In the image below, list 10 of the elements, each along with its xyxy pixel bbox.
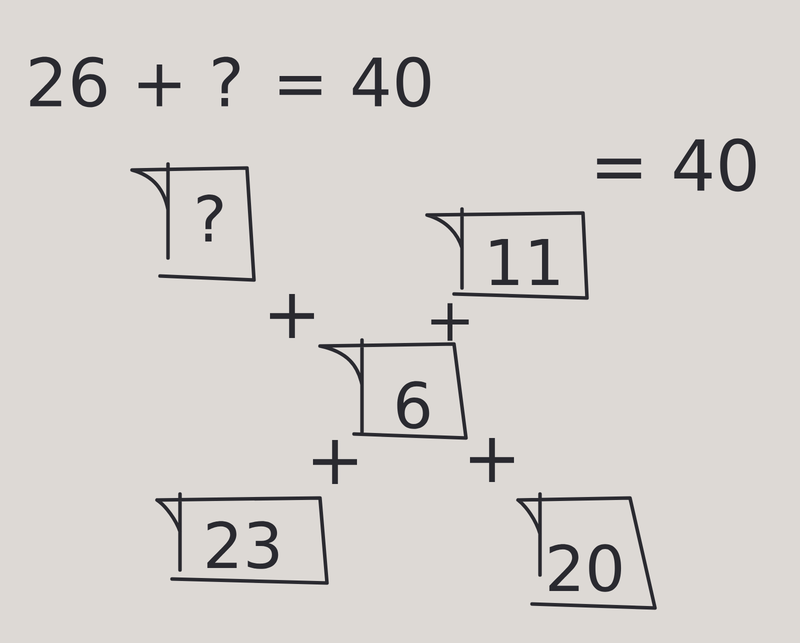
plus-sign: + <box>431 303 469 341</box>
equation-text: = 40 <box>597 138 756 192</box>
plus-sign: + <box>270 294 314 338</box>
sticky-note: 20 <box>516 492 657 610</box>
sticky-note: 11 <box>425 207 589 300</box>
sticky-note: ? <box>130 162 256 282</box>
plus-sign: + <box>313 440 357 484</box>
sticky-note: 23 <box>155 492 329 585</box>
plus-sign: + <box>470 438 514 482</box>
equation-text: 26 + ? = 40 <box>30 56 430 108</box>
